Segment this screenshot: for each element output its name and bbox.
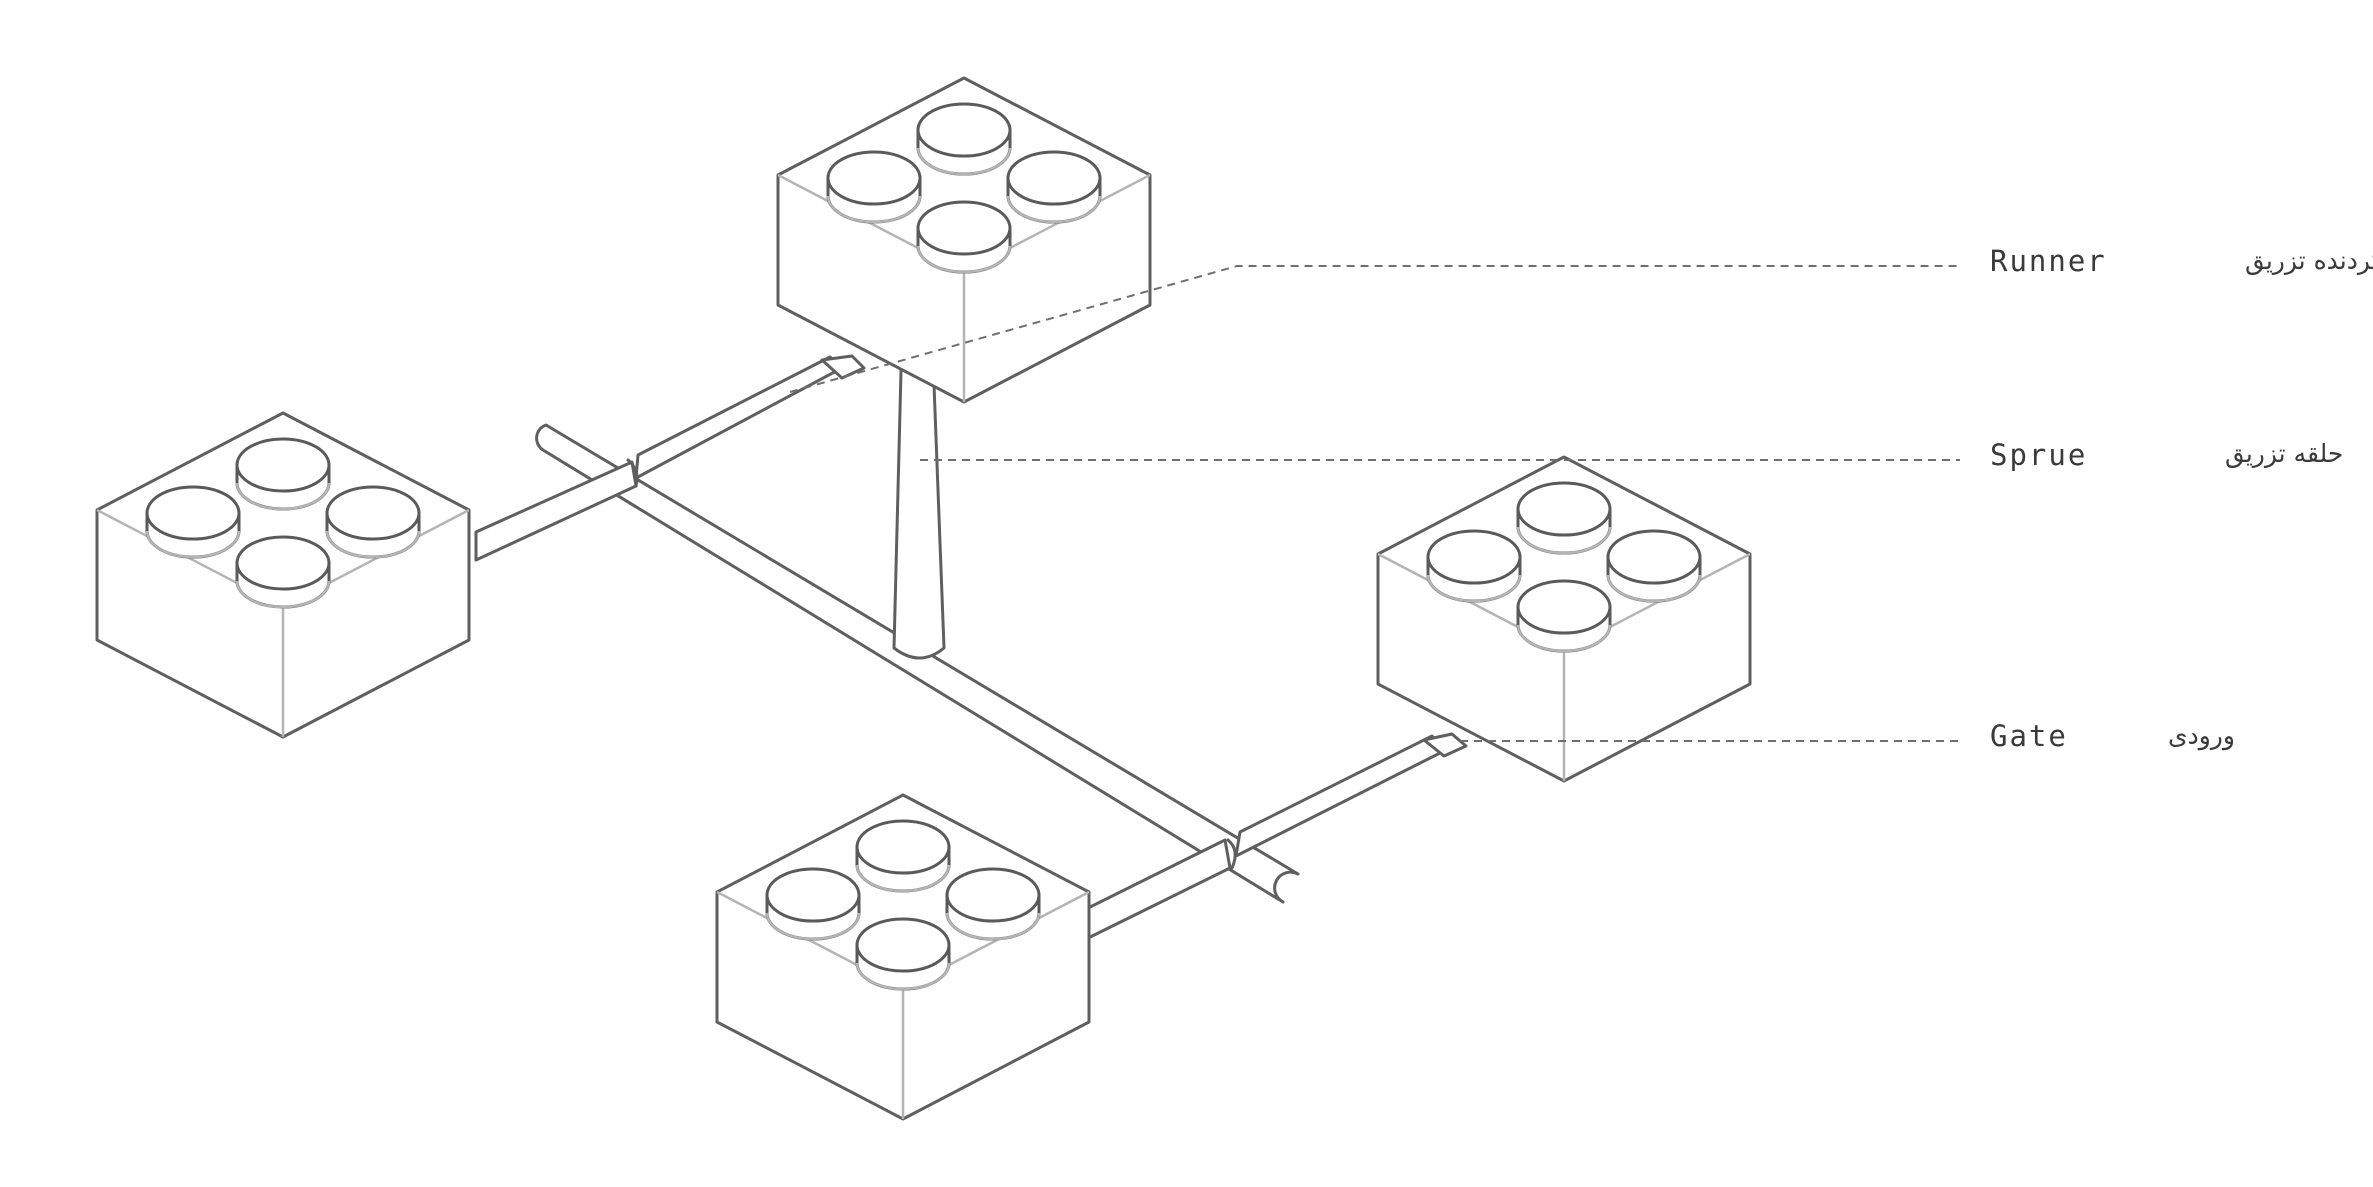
stud bbox=[916, 200, 1012, 274]
gate-tip-top bbox=[820, 354, 866, 380]
stud bbox=[855, 819, 951, 893]
stud-cap bbox=[916, 200, 1012, 256]
brick-right bbox=[1376, 455, 1752, 783]
runner-branch-top bbox=[634, 355, 844, 480]
stud-cap bbox=[1606, 529, 1702, 585]
stud bbox=[1606, 529, 1702, 603]
stud-cap bbox=[1006, 150, 1102, 206]
stud bbox=[765, 867, 861, 941]
stud-cap bbox=[235, 437, 331, 493]
stud-shadow bbox=[1426, 574, 1522, 603]
brick-top bbox=[776, 76, 1152, 404]
sprue-cone bbox=[892, 330, 946, 660]
runner-branch-right bbox=[1234, 734, 1448, 858]
label-gate-en: Gate bbox=[1990, 719, 2068, 753]
stud bbox=[1006, 150, 1102, 224]
stud bbox=[916, 102, 1012, 176]
stud-shadow bbox=[1606, 574, 1702, 603]
stud bbox=[855, 917, 951, 991]
stud-shadow bbox=[855, 864, 951, 893]
stud-shadow bbox=[1516, 526, 1612, 555]
lego-bricks bbox=[95, 76, 1752, 1121]
stud-cap bbox=[826, 150, 922, 206]
runner-joint-left bbox=[626, 458, 639, 488]
runner-leader bbox=[789, 265, 1960, 393]
stud-cap bbox=[1516, 481, 1612, 537]
stud bbox=[1516, 481, 1612, 555]
stud-cap bbox=[1426, 529, 1522, 585]
stud-shadow bbox=[916, 245, 1012, 274]
stud-shadow bbox=[945, 912, 1041, 941]
stud-shadow bbox=[765, 912, 861, 941]
label-gate-fa: ورودی bbox=[2168, 721, 2235, 751]
stud-cap bbox=[145, 485, 241, 541]
stud-cap bbox=[1516, 579, 1612, 635]
stud-shadow bbox=[145, 530, 241, 559]
runner-branch-left bbox=[474, 460, 638, 562]
stud-shadow bbox=[916, 147, 1012, 176]
label-runner: Runner گردنده تزریق bbox=[1990, 244, 2373, 278]
stud-shadow bbox=[235, 482, 331, 511]
label-sprue-en: Sprue bbox=[1990, 438, 2087, 472]
stud-shadow bbox=[1006, 195, 1102, 224]
label-sprue: Sprue حلقه تزریق bbox=[1990, 438, 2343, 472]
stud bbox=[325, 485, 421, 559]
stud-cap bbox=[765, 867, 861, 923]
brick-bottom bbox=[715, 793, 1091, 1121]
stud bbox=[235, 535, 331, 609]
stud bbox=[145, 485, 241, 559]
stud bbox=[1516, 579, 1612, 653]
stud bbox=[1426, 529, 1522, 603]
stud-shadow bbox=[826, 195, 922, 224]
stud-cap bbox=[945, 867, 1041, 923]
runner-system bbox=[474, 324, 1468, 945]
gate-tip-right bbox=[1422, 732, 1468, 758]
stud bbox=[945, 867, 1041, 941]
stud bbox=[826, 150, 922, 224]
stud-cap bbox=[855, 819, 951, 875]
main-runner bbox=[535, 423, 1300, 904]
stud bbox=[235, 437, 331, 511]
brick-left bbox=[95, 411, 471, 739]
stud-cap bbox=[325, 485, 421, 541]
label-sprue-fa: حلقه تزریق bbox=[2225, 439, 2343, 468]
stud-shadow bbox=[235, 580, 331, 609]
stud-cap bbox=[235, 535, 331, 591]
runner-joint-bottom bbox=[1226, 838, 1237, 870]
stud-cap bbox=[855, 917, 951, 973]
stud-shadow bbox=[1516, 624, 1612, 653]
runner-branch-bottom bbox=[1076, 838, 1232, 945]
stud-cap bbox=[916, 102, 1012, 158]
leader-lines bbox=[789, 265, 1960, 742]
label-gate: Gate ورودی bbox=[1990, 719, 2235, 753]
label-runner-en: Runner bbox=[1990, 244, 2107, 278]
label-runner-fa: گردنده تزریق bbox=[2245, 246, 2373, 275]
stud-shadow bbox=[325, 530, 421, 559]
stud-shadow bbox=[855, 962, 951, 991]
